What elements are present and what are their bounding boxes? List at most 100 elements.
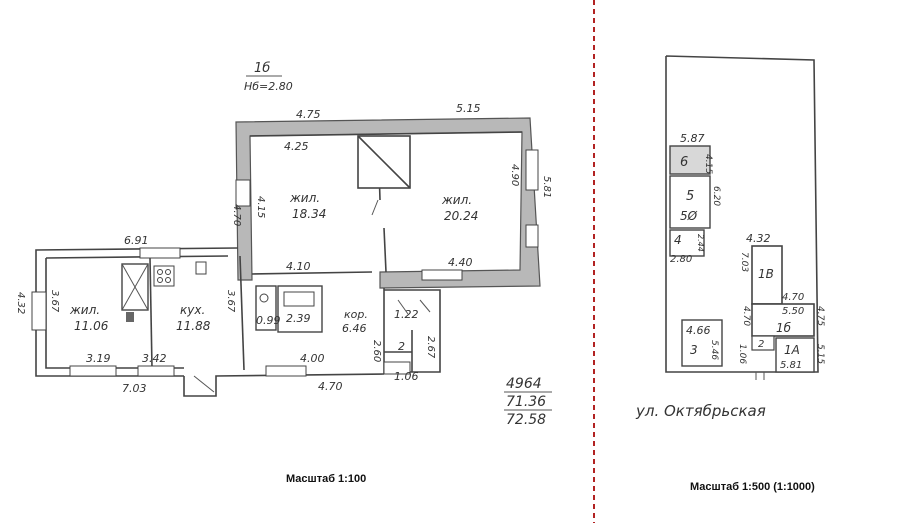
block-6-dim: 5.87 [680,132,705,145]
block-1b-left: 4.70 [741,306,751,326]
sink-icon [195,261,207,275]
block-2 [751,335,775,351]
dim-bottom-f: 1.06 [394,370,419,383]
stove-icon [153,265,175,287]
window-right-upper-b [525,224,539,248]
closet-door-swing [397,299,409,315]
right-dim: 5.15 [815,344,825,364]
entry-porch [183,373,385,397]
dim-bottom-c: 7.03 [122,382,147,395]
cabinet-diagonal-b [121,263,149,311]
room-kitchen-area: 11.88 [176,319,211,333]
entry-door [193,375,215,393]
burner-2 [165,269,171,275]
dim-closet-a: 1.22 [394,308,419,321]
block-5-side: 6.20 [711,186,721,206]
header-number: 1б [254,61,270,76]
dim-bottom-e: 4.70 [318,380,343,393]
dim-wing-left-b: 3.67 [49,290,60,313]
block-1b [751,303,815,337]
block-4-side-a: 2.44 [696,234,705,252]
block-1b-b: 4.75 [815,306,825,326]
total-area-b: 72.58 [506,412,546,428]
dim-inner-top: 4.25 [284,140,309,153]
dim-left-b: 4.15 [255,196,266,218]
burner-4 [165,277,171,283]
block-3-side: 5.46 [709,340,719,360]
total-area-a: 71.36 [506,394,546,410]
dim-bath-b: 2.39 [286,312,311,325]
block-1a-dim: 5.81 [780,360,802,371]
dim-right-b: 5.81 [541,176,552,198]
dim-bottom-d: 4.00 [300,352,325,365]
room-closet-num: 2 [398,340,405,353]
block-1a-label: 1А [784,343,800,357]
window-closet [383,361,411,375]
window-bottom-a [69,365,117,377]
fixture-icon [126,312,134,322]
block-4-side-b: 2.80 [670,254,692,265]
toilet-icon [259,293,269,303]
stove-diagonal [357,135,411,189]
block-3 [681,319,723,367]
closet-door-swing-b [419,299,431,313]
room-living3-area: 11.06 [74,319,109,333]
window-bottom-b [137,365,175,377]
block-1b-label: 1б [776,321,792,335]
block-4-label: 4 [674,233,682,247]
block-6-side: 4.15 [703,154,713,174]
block-3-label: 3 [690,343,698,357]
room-living2-area: 20.24 [444,209,478,223]
window-bottom-right [421,269,463,281]
window-left-upper [235,179,251,207]
room-living1-area: 18.34 [292,207,326,221]
dim-bottom-b: 3.42 [142,352,167,365]
floor-plan: 1б Нб=2.80 [15,61,552,485]
window-top-wing [139,247,181,259]
block-5-sub: 5Ø [680,209,698,223]
dim-bottom-a: 3.19 [86,352,111,365]
floor-scale-label: Масштаб 1:100 [286,473,366,485]
total-main: 4964 [506,376,542,392]
block-6-label: 6 [680,155,688,170]
upper-inner-top [249,131,523,137]
corridor-top-wall [251,271,373,275]
block-1a [775,337,815,373]
block-4 [669,229,705,257]
burner-1 [157,269,163,275]
room-corridor-area: 6.46 [342,322,367,335]
left-dim: 1.06 [737,344,747,364]
dim-top-right: 5.15 [456,102,481,115]
dim-top-left: 4.75 [296,108,321,121]
kitchen-right-wall [239,255,245,371]
block-1v-side: 7.03 [739,252,749,272]
room-living2-name: жил. [441,193,472,207]
dim-right-lower: 4.40 [448,256,473,269]
block-6 [669,145,711,175]
block-5-label: 5 [686,189,694,204]
dim-wing-top: 6.91 [124,234,149,247]
room-corridor-name: кор. [344,308,368,321]
block-5 [669,175,711,229]
block-1v-label: 1В [758,267,774,281]
room-living3-name: жил. [69,303,100,317]
property-boundary [665,55,819,373]
window-right-upper-a [525,149,539,191]
block-2-label: 2 [758,339,764,350]
block-1v-top: 4.32 [746,232,771,245]
burner-3 [157,277,163,283]
site-plan: 5.87 6 4.15 5 5Ø 6.20 4 2.44 2.80 4.32 7… [635,55,825,493]
dim-closet-c: 2.60 [371,340,382,362]
room-kitchen-name: кух. [180,303,205,317]
living-partition-bottom [383,227,387,273]
dim-closet-b: 2.67 [425,336,436,359]
dim-corridor-top: 4.10 [286,260,311,273]
street-name: ул. Октябрьская [635,402,766,420]
window-left-wing [31,291,47,331]
window-bottom-c [265,365,307,377]
block-1b-top: 4.70 [782,292,804,303]
dim-right-a: 4.90 [509,164,520,186]
height-note: Нб=2.80 [244,80,293,93]
dim-bath-a: 0.99 [256,314,281,327]
